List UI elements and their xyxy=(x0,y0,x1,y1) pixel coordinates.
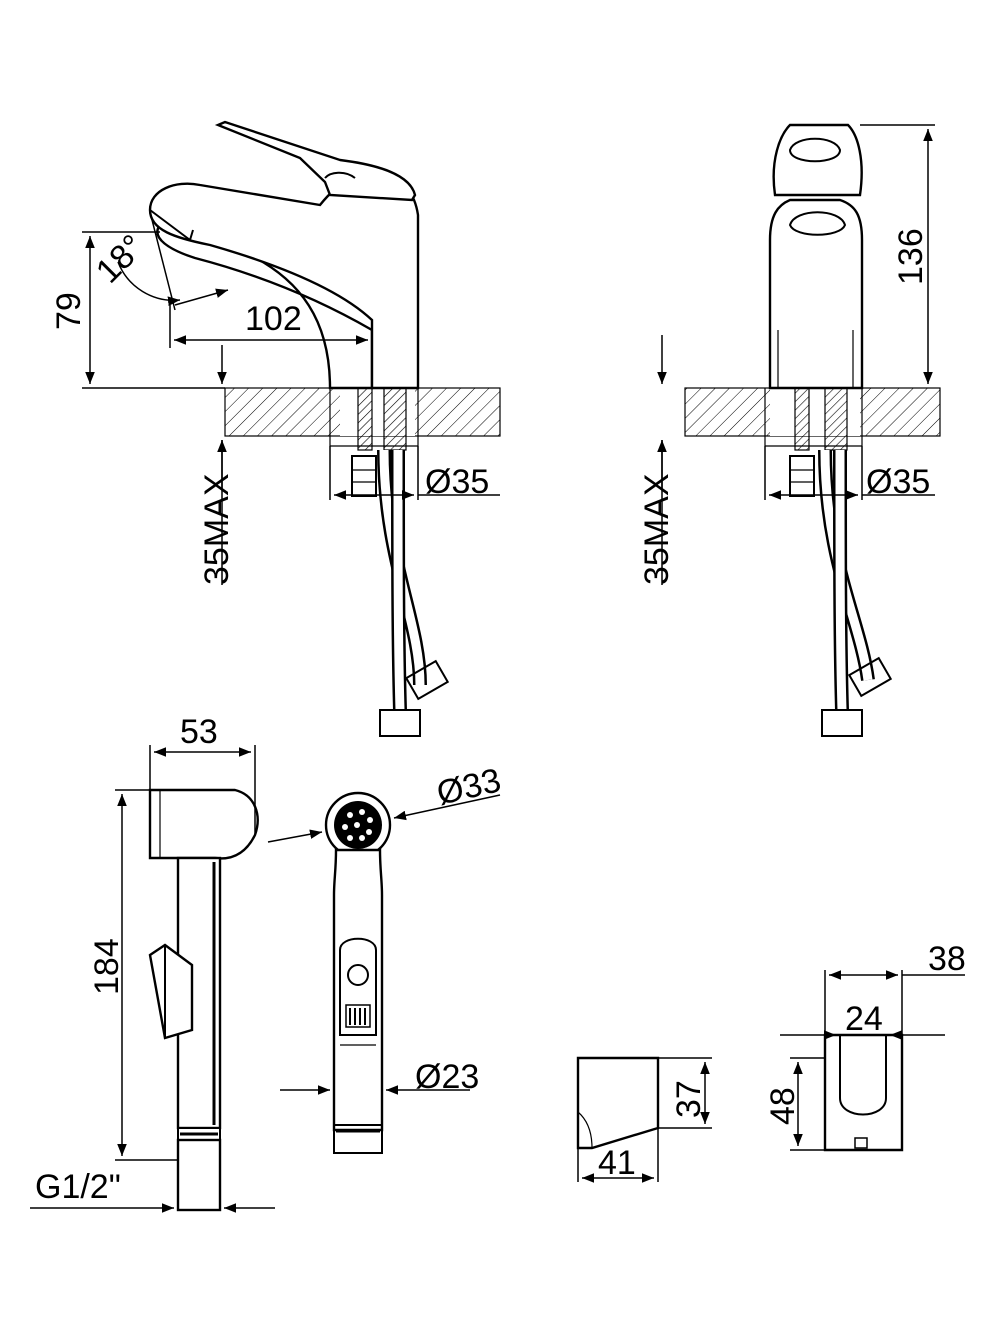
handshower-side-dimensions xyxy=(30,745,275,1213)
dim-thread: G1/2" xyxy=(35,1168,121,1206)
front-dimensions xyxy=(82,211,500,585)
dim-184: 184 xyxy=(88,938,126,995)
side-view xyxy=(684,123,941,737)
side-dimensions xyxy=(657,124,935,585)
dim-handle-diameter: Ø23 xyxy=(415,1058,479,1096)
dim-136: 136 xyxy=(892,228,930,285)
dim-24: 24 xyxy=(845,1000,883,1038)
holder-front xyxy=(823,1033,904,1152)
handshower-front-dimensions xyxy=(267,794,501,1095)
dim-41: 41 xyxy=(598,1144,636,1182)
dim-37: 37 xyxy=(670,1080,708,1118)
handshower-front xyxy=(324,791,392,1154)
dim-angle: 18° xyxy=(89,227,152,290)
dim-35max-right: 35MAX xyxy=(638,474,676,586)
dim-79: 79 xyxy=(50,292,88,330)
dim-hole-left: Ø35 xyxy=(425,463,489,501)
dim-48: 48 xyxy=(764,1087,802,1125)
dim-38: 38 xyxy=(928,940,966,978)
dim-102: 102 xyxy=(245,300,302,338)
holder-side xyxy=(576,1056,660,1150)
dim-53: 53 xyxy=(180,713,218,751)
dim-head-diameter: Ø33 xyxy=(433,761,504,812)
holder-dimensions xyxy=(577,970,965,1183)
dim-35max-left: 35MAX xyxy=(198,474,236,586)
dim-hole-right: Ø35 xyxy=(866,463,930,501)
front-view xyxy=(148,120,501,737)
handshower-side xyxy=(148,788,259,1212)
